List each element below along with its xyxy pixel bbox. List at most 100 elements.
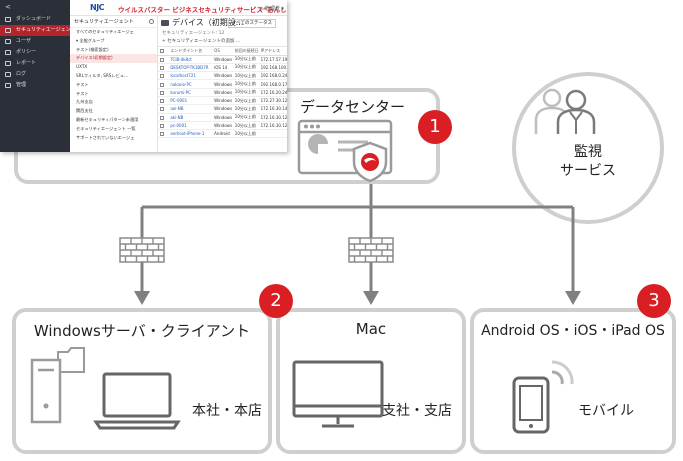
- nav-item-logs[interactable]: ログ: [0, 69, 70, 80]
- tree-item[interactable]: セキュリティエージェント 一覧: [76, 125, 136, 131]
- ip-cell: 192.168.100.21: [258, 63, 287, 73]
- tree-item[interactable]: UXTX: [76, 64, 88, 70]
- nav-item-security-agent[interactable]: セキュリティエージェント: [0, 25, 76, 36]
- endpoint-name-cell[interactable]: aki-NB: [168, 113, 213, 122]
- tree-item[interactable]: サポートされていないエージェ: [76, 134, 135, 140]
- agent-icon: [5, 28, 11, 33]
- group-tree-list: すべてのセキュリティエージェ ▾ 全般グループテスト(検索設定) デバイス(初期設定…: [70, 28, 157, 142]
- col-last-connect[interactable]: 前回の接続日時: [232, 47, 259, 56]
- search-icon[interactable]: [149, 19, 154, 24]
- nav-item-users[interactable]: ユーザ: [0, 36, 70, 47]
- laptop-icon: [93, 372, 181, 430]
- endpoint-name-cell[interactable]: pc-0001: [168, 121, 213, 131]
- row-checkbox[interactable]: [160, 107, 164, 112]
- last-connect-cell: 10分以上前: [232, 129, 259, 139]
- ip-cell: 172.27.30.124: [258, 96, 287, 106]
- tree-item[interactable]: すべてのセキュリティエージェ: [76, 29, 134, 34]
- os-cell: Windows: [212, 113, 233, 122]
- console-sidebar: < ダッシュボード セキュリティエージェント ユーザ ポリシー レポート ログ …: [0, 0, 76, 152]
- toolbar[interactable]: + セキュリティエージェントの追加 …: [158, 37, 287, 47]
- tree-item[interactable]: テスト: [76, 81, 89, 87]
- os-cell: Windows: [212, 55, 233, 64]
- nav-item-reports[interactable]: レポート: [0, 58, 70, 69]
- report-icon: [5, 61, 11, 66]
- ip-cell: 172.16.20.245: [258, 88, 287, 98]
- arrow-to-mobile: [565, 291, 581, 305]
- desktop-monitor-icon: [292, 360, 384, 428]
- device-list-panel: デバイス（初期設... すべてのステータス セキュリティエージェント: 12 +…: [158, 16, 287, 152]
- os-cell: Windows: [212, 88, 233, 98]
- windows-title: Windowsサーバ・クライアント: [33, 322, 251, 340]
- tree-item[interactable]: テスト(検索設定): [76, 46, 109, 52]
- col-os[interactable]: OS: [212, 47, 233, 56]
- endpoint-name-cell[interactable]: nakano-PC: [168, 79, 213, 89]
- row-checkbox[interactable]: [160, 124, 164, 129]
- os-cell: Windows: [212, 96, 233, 106]
- last-connect-cell: 10分以上前: [232, 79, 259, 89]
- row-checkbox[interactable]: [160, 132, 164, 137]
- col-endpoint-name[interactable]: エンドポイント名: [168, 47, 213, 56]
- os-cell: Windows: [212, 71, 233, 81]
- col-ip[interactable]: IPアドレス: [258, 47, 287, 56]
- monitoring-label-line2: サービス: [560, 163, 616, 179]
- row-checkbox[interactable]: [160, 74, 164, 79]
- ip-cell: 172.16.30.123: [258, 113, 287, 122]
- last-connect-cell: 10分以上前: [232, 104, 259, 114]
- row-checkbox[interactable]: [160, 99, 164, 104]
- row-checkbox[interactable]: [160, 82, 164, 87]
- tree-item[interactable]: 関西支社: [76, 108, 93, 114]
- last-connect-cell: 10分以上前: [232, 63, 259, 73]
- nav-item-policy[interactable]: ポリシー: [0, 47, 70, 58]
- row-checkbox[interactable]: [160, 115, 164, 120]
- tree-item[interactable]: ▾ 全般グループ: [76, 37, 105, 43]
- endpoint-name-cell[interactable]: TCIB-dk8ct: [168, 55, 213, 64]
- tree-item[interactable]: 最新セキュリティパターン未適用: [76, 116, 139, 122]
- endpoint-name-cell[interactable]: aoi-NB: [168, 104, 213, 114]
- group-tree-title: セキュリティエージェント: [70, 16, 157, 28]
- last-connect-cell: 10分以上前: [232, 71, 259, 81]
- row-checkbox[interactable]: [160, 65, 164, 70]
- nav-item-dashboard[interactable]: ダッシュボード: [0, 14, 70, 25]
- step-1-badge: 1: [418, 110, 452, 144]
- console-main: NJC ウイルスバスター ビジネスセキュリティサービス“あんしんプラス” ◎ 管…: [70, 0, 287, 152]
- tree-item[interactable]: 九州支店: [76, 99, 93, 105]
- njc-logo: NJC: [90, 3, 105, 12]
- os-cell: iOS 14: [212, 63, 233, 73]
- endpoint-name-cell[interactable]: DESKTOP-TK1BD7R: [168, 63, 213, 73]
- tree-item[interactable]: SRLフィルタ, SRSレビュ...: [76, 72, 129, 78]
- tree-item[interactable]: テスト: [76, 90, 89, 96]
- last-connect-cell: 10分以上前: [232, 113, 259, 122]
- agent-count: セキュリティエージェント: 12: [162, 31, 225, 36]
- endpoint-name-cell[interactable]: PC-0001: [168, 96, 213, 106]
- endpoint-name-cell[interactable]: android-iPhone-1: [168, 129, 213, 139]
- ip-cell: 172.16.30.123: [258, 121, 287, 131]
- row-checkbox[interactable]: [160, 90, 164, 95]
- nav-item-admin[interactable]: 管理: [0, 80, 70, 91]
- ip-cell: 172.17.57.196: [258, 55, 287, 64]
- select-all-checkbox[interactable]: [160, 49, 164, 54]
- policy-icon: [5, 50, 11, 55]
- back-icon[interactable]: <: [5, 3, 11, 11]
- row-checkbox[interactable]: [160, 57, 164, 62]
- user-menu[interactable]: ◎ 管理者 ▾: [258, 6, 284, 12]
- table-header-row: エンドポイント名 OS 前回の接続日時 IPアドレス: [158, 47, 287, 56]
- firewall-icon: [348, 237, 394, 263]
- last-connect-cell: 10分以上前: [232, 55, 259, 64]
- endpoint-name-cell[interactable]: kurumi-PC: [168, 88, 213, 98]
- endpoint-name-cell[interactable]: localhost721: [168, 71, 213, 81]
- status-filter-select[interactable]: すべてのステータス: [228, 19, 277, 28]
- step-2-badge: 2: [259, 284, 293, 318]
- mac-title: Mac: [355, 320, 387, 338]
- tree-item[interactable]: デバイス(初期設定): [70, 54, 157, 64]
- datacenter-label: データセンター: [300, 98, 406, 116]
